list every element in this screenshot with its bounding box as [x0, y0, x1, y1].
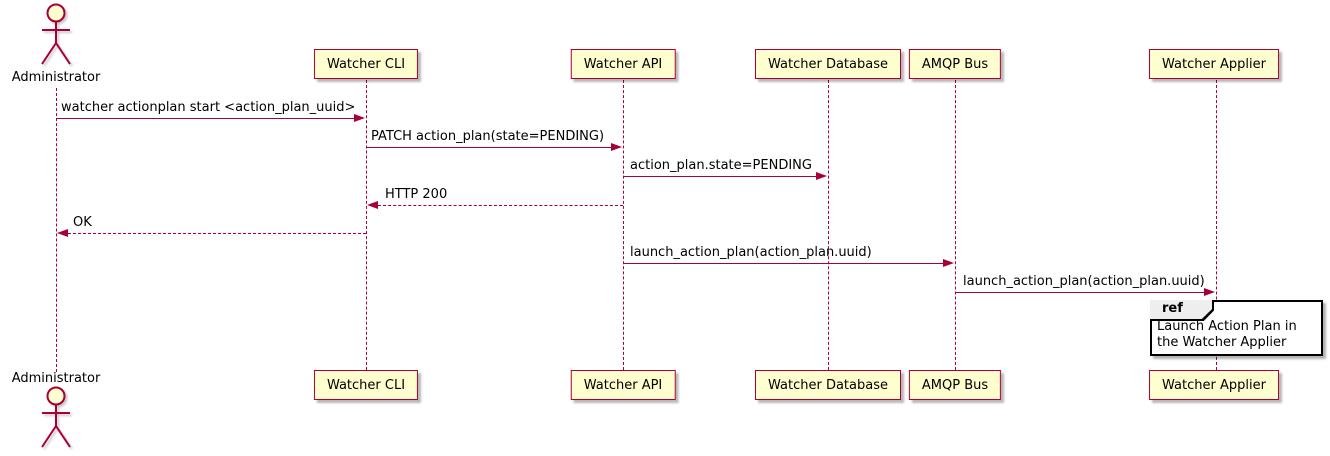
participant-watcher-cli-bottom: Watcher CLI [313, 370, 419, 400]
message-1-line [56, 118, 355, 119]
ref-tab-fill [1150, 300, 1212, 319]
lifeline-administrator [56, 88, 57, 372]
message-4-arrowhead-icon [367, 201, 378, 209]
message-3-arrowhead-icon [816, 172, 827, 180]
participant-watcher-api-bottom: Watcher API [570, 370, 676, 400]
participant-amqp-bus-bottom: AMQP Bus [908, 370, 1002, 400]
message-6-label: launch_action_plan(action_plan.uuid) [630, 245, 872, 260]
message-3-line [623, 176, 817, 177]
participant-watcher-api-top: Watcher API [570, 49, 676, 79]
message-7-arrowhead-icon [1204, 288, 1215, 296]
message-5-label: OK [73, 215, 92, 230]
ref-fragment: ref Launch Action Plan in the Watcher Ap… [1150, 300, 1323, 356]
participant-watcher-applier-bottom: Watcher Applier [1149, 370, 1279, 400]
participant-watcher-database-top: Watcher Database [755, 49, 901, 79]
message-6-line [623, 263, 944, 264]
participant-watcher-database-bottom: Watcher Database [755, 370, 901, 400]
participant-watcher-cli-top: Watcher CLI [313, 49, 419, 79]
actor-label-top: Administrator [11, 70, 101, 85]
actor-icon [41, 3, 71, 65]
message-4-label: HTTP 200 [385, 187, 448, 202]
participant-amqp-bus-top: AMQP Bus [908, 49, 1002, 79]
message-1-arrowhead-icon [354, 114, 365, 122]
lifeline-watcher-api [623, 80, 624, 370]
message-2-label: PATCH action_plan(state=PENDING) [371, 129, 605, 144]
lifeline-amqp-bus [955, 80, 956, 370]
actor-icon [41, 386, 71, 448]
ref-body-text: Launch Action Plan in the Watcher Applie… [1157, 319, 1297, 350]
actor-label-bottom: Administrator [11, 371, 101, 386]
message-3-label: action_plan.state=PENDING [630, 158, 812, 173]
lifeline-watcher-database [828, 80, 829, 370]
message-5-line [68, 233, 366, 234]
ref-tab-label: ref [1162, 301, 1183, 316]
participant-watcher-applier-top: Watcher Applier [1149, 49, 1279, 79]
lifeline-watcher-applier [1216, 80, 1217, 370]
message-7-line [955, 292, 1205, 293]
message-1-label: watcher actionplan start <action_plan_uu… [61, 100, 356, 115]
lifeline-watcher-cli [366, 80, 367, 370]
message-6-arrowhead-icon [943, 259, 954, 267]
message-4-line [378, 205, 623, 206]
message-2-line [366, 147, 612, 148]
message-2-arrowhead-icon [611, 143, 622, 151]
ref-tab: ref [1150, 300, 1214, 321]
message-5-arrowhead-icon [57, 229, 68, 237]
message-7-label: launch_action_plan(action_plan.uuid) [963, 274, 1205, 289]
